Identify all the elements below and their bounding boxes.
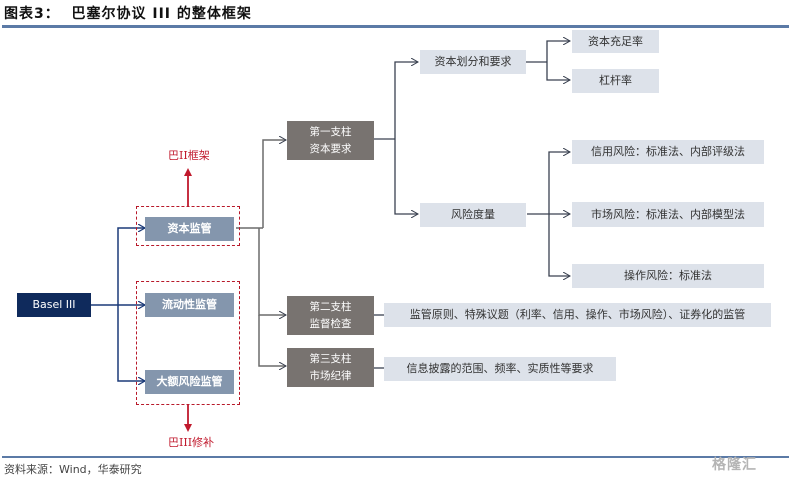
- source-note: 资料来源：Wind，华泰研究: [4, 463, 142, 476]
- pillar-1-subtitle: 资本要求: [309, 142, 352, 155]
- operational-risk-node: 操作风险：标准法: [572, 264, 764, 288]
- basel-iii-root-node: Basel III: [17, 293, 91, 317]
- large-exposure-regulation-node: 大额风险监管: [145, 370, 234, 394]
- pillar-3-title: 第三支柱: [309, 352, 352, 365]
- pillar-2-title: 第二支柱: [309, 300, 352, 313]
- basel-ii-framework-label: 巴II框架: [168, 149, 210, 162]
- pillar-1-title: 第一支柱: [309, 125, 352, 138]
- leverage-ratio-node: 杠杆率: [572, 69, 659, 93]
- capital-regulation-node: 资本监管: [145, 217, 234, 241]
- market-risk-node: 市场风险：标准法、内部模型法: [572, 202, 764, 227]
- credit-risk-node: 信用风险：标准法、内部评级法: [572, 140, 764, 164]
- basel-iii-supplement-group: [136, 281, 240, 405]
- pillar-connectors: [236, 140, 286, 366]
- basel-ii-framework-group: [136, 206, 240, 246]
- pillar-3-node: 第三支柱 市场纪律: [287, 348, 374, 387]
- pillar1-connectors: [374, 41, 570, 369]
- capital-adequacy-node: 资本充足率: [572, 30, 659, 53]
- bottom-divider: [2, 456, 789, 458]
- pillar-3-subtitle: 市场纪律: [309, 369, 352, 382]
- pillar-1-node: 第一支柱 资本要求: [287, 121, 374, 160]
- watermark-logo: 格隆汇: [712, 457, 757, 473]
- pillar-2-node: 第二支柱 监督检查: [287, 296, 374, 335]
- capital-division-node: 资本划分和要求: [420, 50, 526, 74]
- pillar-2-detail-node: 监管原则、特殊议题（利率、信用、操作、市场风险）、证券化的监管: [384, 303, 771, 327]
- basel-iii-supplement-label: 巴III修补: [168, 436, 215, 449]
- risk-measurement-node: 风险度量: [420, 203, 526, 227]
- top-divider: [2, 25, 789, 28]
- pillar-2-subtitle: 监督检查: [309, 317, 352, 330]
- pillar-3-detail-node: 信息披露的范围、频率、实质性等要求: [384, 357, 616, 381]
- liquidity-regulation-node: 流动性监管: [145, 293, 234, 317]
- figure-title: 图表3： 巴塞尔协议 III 的整体框架: [4, 6, 252, 22]
